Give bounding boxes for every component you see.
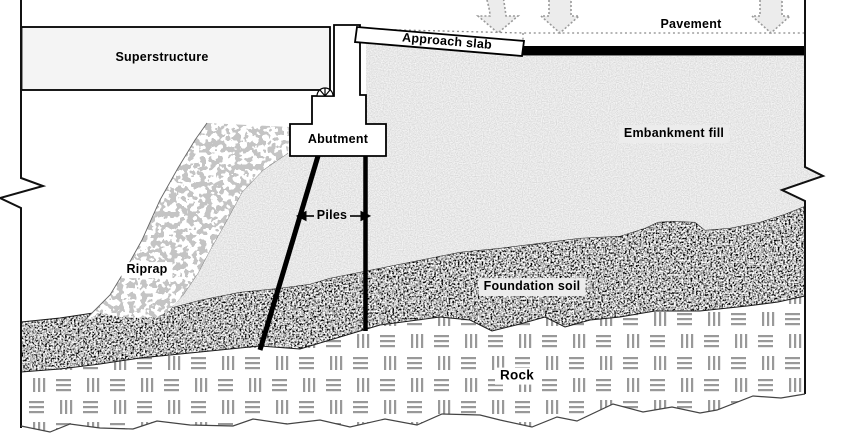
label-pavement: Pavement — [660, 17, 722, 32]
embankment-fill-layer — [157, 42, 823, 313]
foundation-soil-layer — [21, 206, 805, 372]
label-foundation-soil: Foundation soil — [478, 278, 586, 296]
load-arrow-icon — [538, 0, 582, 35]
load-arrows — [475, 0, 793, 35]
load-arrow-icon — [475, 0, 521, 35]
rock-layer — [21, 296, 805, 432]
piles-leader-left — [295, 210, 314, 222]
pavement-bar — [523, 46, 805, 56]
label-embankment-fill: Embankment fill — [618, 125, 730, 143]
approach-slab-shape — [353, 26, 526, 57]
riprap-outline — [81, 122, 208, 324]
left-break-line — [0, 0, 47, 428]
piles-leader-right — [350, 210, 372, 222]
right-break-line — [779, 0, 826, 394]
battered-pile — [257, 155, 321, 351]
label-abutment: Abutment — [307, 132, 369, 147]
bearing-icon — [316, 87, 334, 97]
label-superstructure: Superstructure — [115, 50, 209, 65]
bottom-break-line — [20, 393, 806, 433]
load-arrow-icon — [749, 0, 793, 35]
label-piles: Piles — [316, 208, 348, 223]
label-riprap: Riprap — [121, 262, 173, 278]
abutment-shape — [289, 24, 387, 157]
label-rock: Rock — [494, 367, 540, 385]
